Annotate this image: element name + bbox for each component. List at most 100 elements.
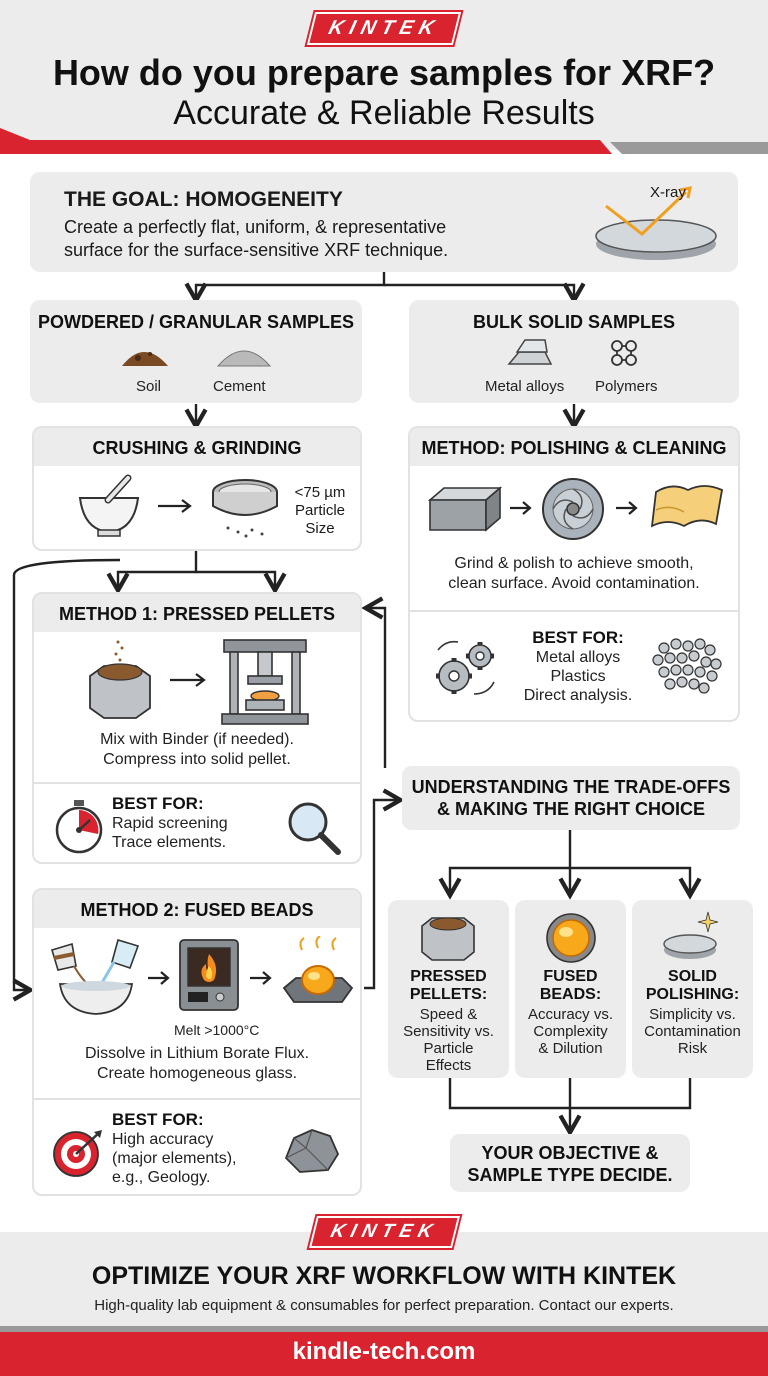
decision-text: YOUR OBJECTIVE & SAMPLE TYPE DECIDE.	[450, 1142, 690, 1186]
card-solid-desc-line2: Contamination	[644, 1023, 741, 1040]
gears-icon	[430, 634, 502, 705]
polishing-best-item1: Metal alloys	[535, 649, 621, 666]
card-solid-desc-line1: Simplicity vs.	[649, 1006, 736, 1023]
decision-line2: SAMPLE TYPE DECIDE.	[467, 1165, 673, 1185]
polishing-text-line2: clean surface. Avoid contamination.	[448, 575, 700, 592]
method1-heading: METHOD 1: PRESSED PELLETS	[58, 604, 336, 624]
fused-bead-crucible-icon	[280, 935, 356, 1021]
card-solid-title-line1: SOLID	[668, 968, 717, 985]
card-solid-title-line2: POLISHING:	[645, 986, 740, 1003]
crushing-grinding-panel: CRUSHING & GRINDING <75 µm Particle Size	[32, 426, 362, 551]
melt-temperature: Melt >1000°C	[174, 1022, 260, 1038]
brand-logo-bottom[interactable]: KINTEK	[0, 1216, 768, 1248]
cement-label: Cement	[213, 378, 266, 395]
card-fused-desc: Accuracy vs. Complexity & Dilution	[515, 1006, 626, 1057]
soil-icon	[118, 336, 172, 375]
method1-best-item2: Trace elements.	[112, 834, 227, 851]
method2-best-for: BEST FOR: High accuracy (major elements)…	[112, 1110, 236, 1187]
particle-size-note: <75 µm Particle Size	[284, 484, 356, 538]
method1-text-line2: Compress into solid pellet.	[103, 751, 291, 768]
furnace-icon	[176, 936, 242, 1021]
crushing-heading: CRUSHING & GRINDING	[92, 438, 302, 458]
polishing-cleaning-panel: METHOD: POLISHING & CLEANING Grind & pol…	[408, 426, 740, 722]
tradeoffs-heading-line1: UNDERSTANDING THE TRADE-OFFS	[411, 777, 731, 797]
footer-url-bar-stripe	[0, 1326, 768, 1332]
card-pressed-title-line2: PELLETS:	[409, 986, 488, 1003]
page-title: How do you prepare samples for XRF?	[52, 52, 716, 93]
pouring-flux-icon	[46, 936, 146, 1021]
metal-ingot-icon	[505, 334, 555, 377]
powdered-heading: POWDERED / GRANULAR SAMPLES	[37, 312, 354, 332]
rock-icon	[280, 1124, 342, 1181]
card-fused-desc-line2: Complexity	[533, 1023, 608, 1040]
card-pressed-desc: Speed & Sensitivity vs. Particle Effects	[388, 1006, 509, 1074]
card-solid-desc: Simplicity vs. Contamination Risk	[632, 1006, 753, 1057]
arrow-right-icon	[614, 500, 640, 521]
xray-label: X-ray	[650, 184, 686, 201]
polishing-best-item2: Plastics	[550, 668, 606, 685]
fused-bead-icon	[543, 910, 599, 971]
polymers-label: Polymers	[595, 378, 658, 395]
polishing-best-item3: Direct analysis.	[523, 687, 633, 704]
divider	[34, 782, 360, 784]
page-subtitle: Accurate & Reliable Results	[173, 94, 595, 132]
arrow-right-icon	[168, 672, 208, 693]
tradeoffs-panel: UNDERSTANDING THE TRADE-OFFS & MAKING TH…	[402, 766, 740, 830]
mortar-pestle-icon	[74, 474, 144, 545]
footer-url-link[interactable]: kindle-tech.com	[292, 1338, 476, 1365]
stopwatch-icon	[52, 798, 106, 861]
card-fused-title-line1: FUSED	[543, 968, 598, 985]
bulk-samples-panel: BULK SOLID SAMPLES Metal alloys Polymers	[409, 300, 739, 403]
crushing-header-bar	[34, 428, 360, 466]
method2-text-line1: Dissolve in Lithium Borate Flux.	[84, 1045, 310, 1062]
arrow-right-icon	[156, 498, 194, 519]
polishing-description: Grind & polish to achieve smooth, clean …	[410, 554, 738, 594]
cement-icon	[214, 334, 274, 375]
method2-text-line2: Create homogeneous glass.	[96, 1065, 298, 1082]
card-pressed-desc-line3: Particle	[423, 1040, 474, 1057]
card-pressed-pellets: PRESSED PELLETS: Speed & Sensitivity vs.…	[388, 900, 509, 1078]
metal-block-icon	[427, 486, 503, 539]
method1-best-for: BEST FOR: Rapid screening Trace elements…	[112, 794, 228, 852]
particle-size-value: <75 µm	[294, 484, 346, 501]
arrow-right-icon	[508, 500, 534, 521]
goal-panel: THE GOAL: HOMOGENEITY Create a perfectly…	[30, 172, 738, 272]
arrow-right-icon	[146, 970, 172, 991]
goal-text-line2: surface for the surface-sensitive XRF te…	[64, 240, 449, 260]
polishing-best-for: BEST FOR: Metal alloys Plastics Direct a…	[518, 628, 638, 705]
card-pressed-desc-line2: Sensitivity vs.	[403, 1023, 494, 1040]
xray-disc-icon: X-ray	[586, 178, 726, 266]
goal-text: Create a perfectly flat, uniform, & repr…	[64, 216, 448, 262]
hydraulic-press-icon	[220, 636, 310, 731]
header-accent-stripe	[0, 128, 768, 154]
divider	[34, 1098, 360, 1100]
card-solid-desc-line3: Risk	[677, 1040, 708, 1057]
footer-headline: OPTIMIZE YOUR XRF WORKFLOW WITH KINTEK	[91, 1262, 677, 1290]
bulk-heading: BULK SOLID SAMPLES	[472, 312, 675, 332]
method1-best-item1: Rapid screening	[112, 815, 228, 832]
polishing-wheel-icon	[540, 476, 606, 547]
soil-label: Soil	[136, 378, 162, 395]
card-fused-desc-line3: & Dilution	[538, 1040, 603, 1057]
method2-header-bar	[34, 890, 360, 928]
tradeoffs-heading: UNDERSTANDING THE TRADE-OFFS & MAKING TH…	[402, 776, 740, 820]
polymer-icon	[607, 336, 641, 375]
divider	[410, 610, 738, 612]
polishing-text-line1: Grind & polish to achieve smooth,	[454, 555, 694, 572]
card-solid-title: SOLID POLISHING:	[632, 968, 753, 1004]
powder-in-die-icon	[82, 636, 156, 725]
card-fused-beads: FUSED BEADS: Accuracy vs. Complexity & D…	[515, 900, 626, 1078]
method1-pressed-pellets-panel: METHOD 1: PRESSED PELLETS Mix with Binde…	[32, 592, 362, 864]
cleaning-cloth-icon	[648, 480, 728, 541]
polishing-header-bar	[410, 428, 738, 466]
card-fused-title: FUSED BEADS:	[515, 968, 626, 1004]
pellet-die-icon	[418, 910, 478, 971]
card-pressed-title-line1: PRESSED	[410, 968, 487, 985]
method2-fused-beads-panel: METHOD 2: FUSED BEADS Melt >1000°C Disso…	[32, 888, 362, 1196]
goal-heading: THE GOAL: HOMOGENEITY	[64, 188, 343, 211]
method2-best-item1: High accuracy	[112, 1131, 214, 1148]
target-icon	[50, 1126, 106, 1185]
metal-alloys-label: Metal alloys	[485, 378, 565, 395]
powdered-samples-panel: POWDERED / GRANULAR SAMPLES Soil Cement	[30, 300, 362, 403]
